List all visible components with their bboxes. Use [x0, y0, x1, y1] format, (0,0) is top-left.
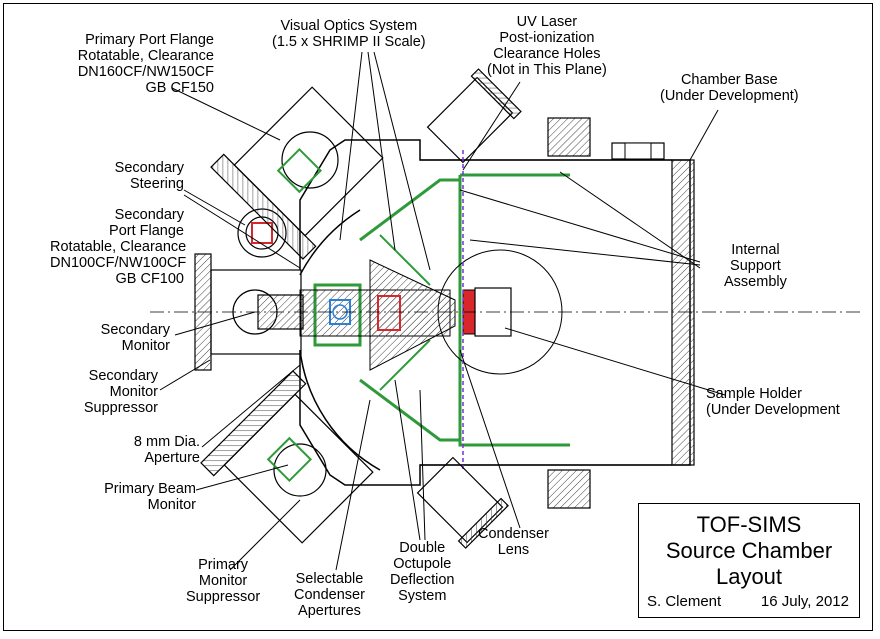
label-sample-holder: Sample Holder(Under Development: [706, 386, 840, 418]
leader-lines: [159, 51, 726, 571]
label-visual-optics: Visual Optics System(1.5 x SHRIMP II Sca…: [272, 18, 426, 50]
drawing-date: 16 July, 2012: [760, 593, 849, 610]
drawing-title: TOF-SIMS Source Chamber Layout: [665, 512, 833, 589]
primary-monitor-port: [200, 370, 374, 544]
label-chamber-base: Chamber Base(Under Development): [660, 72, 799, 104]
ion-optics-column: [299, 249, 563, 375]
upper-side-port: [426, 68, 522, 164]
primary-port-flange: [210, 86, 384, 260]
label-8mm-aperture: 8 mm Dia.Aperture: [133, 434, 200, 466]
drawing-author: S. Clement: [647, 593, 722, 610]
secondary-port-flange: [194, 253, 304, 371]
sheet-border: [3, 3, 873, 631]
chamber-base: [420, 117, 695, 509]
title-block: TOF-SIMS Source Chamber Layout S. Clemen…: [638, 503, 860, 618]
internal-support-assembly: [313, 173, 570, 447]
lower-side-port: [416, 456, 509, 549]
